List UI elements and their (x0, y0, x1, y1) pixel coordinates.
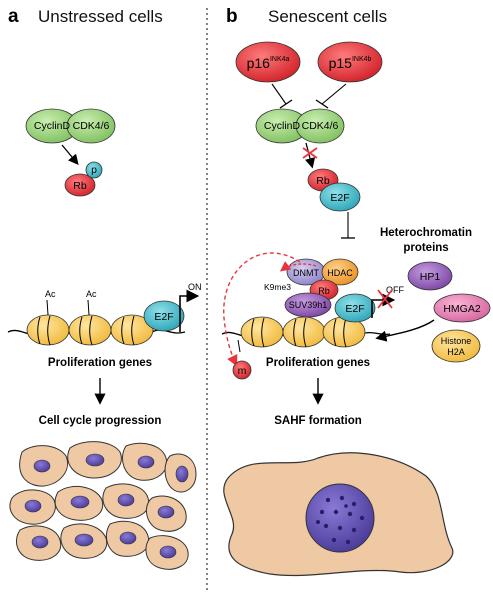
e2f-label-b: E2F (330, 192, 349, 204)
hdac-oval (321, 258, 359, 286)
nucleus (159, 545, 177, 559)
rb-label-a: Rb (73, 180, 87, 192)
proliferating-cells (9, 441, 197, 570)
nucleus (70, 495, 90, 509)
chromatin-b (221, 316, 391, 353)
suv39h1-label: SUV39h1 (289, 300, 328, 310)
cdk46-oval-a (66, 108, 116, 144)
hmga2-recruit-arrow (375, 319, 435, 342)
nucleus (33, 459, 51, 473)
e2f-label-c: E2F (345, 303, 364, 315)
ac-tail-2 (87, 299, 90, 316)
transcription-on-arrow (179, 289, 200, 332)
repressor-complex: DNMT HDAC Rb SUV39h1 E2F (284, 258, 376, 323)
nucleus (175, 465, 189, 483)
proliferation-genes-b: Proliferation genes (266, 357, 370, 369)
cyclind-label-b: CyclinD (264, 120, 301, 132)
hp1-label: HP1 (420, 271, 441, 283)
methyl-label: m (238, 365, 247, 377)
panel-a-title: Unstressed cells (38, 7, 163, 26)
cyclind-label-a: CyclinD (34, 120, 71, 132)
histone-oval (431, 329, 481, 363)
nucleus (74, 533, 94, 547)
senescent-cell (223, 452, 454, 577)
rb-label-b: Rb (316, 175, 330, 187)
sahf-foci (316, 495, 365, 545)
histone-label-2: H2A (447, 347, 465, 357)
cyclin-cdk-complex-a: CyclinD CDK4/6 (25, 108, 116, 144)
p16-ink4a: p16INK4a (235, 41, 301, 83)
e2f-oval-a (143, 300, 185, 332)
histone-label-1: Histone (441, 336, 472, 346)
p16-inhibition-line (271, 83, 287, 105)
e2f-oval-c (334, 293, 376, 323)
ac-tail-1 (46, 299, 49, 316)
cell-cycle-progression: Cell cycle progression (39, 415, 162, 427)
ac-label-2: Ac (86, 289, 97, 299)
e2f-oval-b (319, 182, 361, 212)
off-x-mark (377, 289, 393, 309)
rb-oval-a (64, 173, 96, 197)
block-x-mark (302, 147, 318, 159)
hp1: HP1 (407, 261, 453, 291)
heterochromatin-label-2: proteins (403, 242, 448, 254)
off-label: OFF (386, 285, 404, 295)
ac-label-1: Ac (45, 289, 56, 299)
p15-label: p15INK4b (329, 55, 372, 71)
cdk46-label-b: CDK4/6 (302, 120, 339, 132)
k9me3-arrow (279, 261, 317, 272)
rb-e2f-complex: Rb E2F (307, 168, 361, 212)
phospho-circle (85, 161, 103, 179)
rb-phospho-a: Rb p (64, 161, 103, 197)
proliferation-genes-a: Proliferation genes (48, 357, 152, 369)
chromatin-a: Ac Ac E2F ON (7, 282, 202, 346)
hmga2-label: HMGA2 (443, 303, 481, 315)
on-label: ON (188, 282, 202, 292)
panel-b-letter: b (226, 6, 238, 27)
nucleus (31, 535, 49, 549)
panel-b-title: Senescent cells (268, 7, 387, 26)
p16-label: p16INK4a (247, 55, 290, 71)
cdk46-oval-b (295, 108, 345, 144)
histone-h2a: Histone H2A (431, 329, 481, 363)
methyl-mark (232, 360, 252, 380)
e2f-label-a: E2F (154, 311, 173, 323)
sahf-nucleus (305, 483, 375, 553)
panel-a-letter: a (8, 6, 19, 27)
cdk46-label-a: CDK4/6 (73, 120, 110, 132)
methylation-arrow (223, 252, 301, 367)
heterochromatin-label-1: Heterochromatin (380, 227, 472, 239)
nucleus (24, 499, 42, 513)
sahf-formation: SAHF formation (274, 415, 362, 427)
cyclin-cdk-complex-b: CyclinD CDK4/6 (255, 108, 345, 144)
k9me3-label: K9me3 (264, 282, 291, 292)
nucleus (85, 453, 105, 467)
p15-inhibition-line (321, 83, 347, 105)
phospho-label: p (91, 164, 97, 176)
rb-label-c: Rb (318, 286, 330, 296)
hp1-oval (407, 261, 453, 291)
p16-inhibition-bar (279, 99, 293, 109)
nucleus (157, 505, 175, 519)
nucleus (117, 493, 135, 507)
p15-ink4b: p15INK4b (317, 41, 383, 83)
nucleus (119, 531, 137, 545)
hmga2: HMGA2 (433, 293, 491, 323)
p15-inhibition-bar (315, 99, 329, 109)
nucleus (137, 455, 155, 469)
suv39h1-oval (284, 292, 332, 318)
hmga2-oval (433, 293, 491, 323)
p15-oval (317, 41, 383, 83)
p16-oval (235, 41, 301, 83)
hdac-label: HDAC (327, 268, 353, 278)
dnmt-label: DNMT (293, 268, 319, 278)
phosphorylation-arrow (61, 144, 79, 165)
